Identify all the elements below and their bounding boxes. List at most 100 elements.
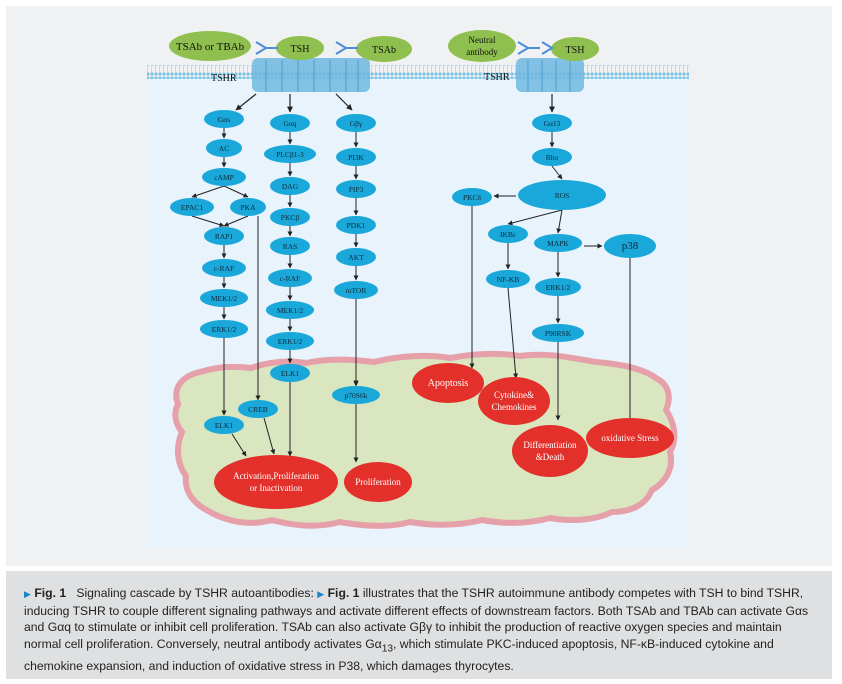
node-p4-3: PKCδ [452,188,492,206]
tsab-ellipse [356,36,412,62]
outcome-differentiation-ellipse [512,425,588,477]
outcome-cytokine-label-1: Cytokine& [494,390,534,400]
node-p4-3-ellipse [452,188,492,206]
tshr-label-left: TSHR [211,73,237,84]
node-p3-5: mTOR [334,281,378,299]
outcome-cytokine: Cytokine&Chemokines [478,377,550,425]
outcome-apoptosis: Apoptosis [412,363,484,403]
node-p4-7-label: p38 [622,240,639,252]
outcome-differentiation: Differentiation&Death [512,425,588,477]
outcome-oxidative: oxidative Stress [586,418,674,458]
neutral-antibody-ellipse [448,30,516,62]
node-p4-4-ellipse [488,225,528,243]
node-p2-6-ellipse [266,301,314,319]
node-p1-2-label: cAMP [214,173,234,182]
node-p1-4: PKA [230,198,266,216]
node-p2-0: Gαq [270,114,310,132]
tsh-label-right: TSH [566,45,585,56]
neutral-antibody-label-1: Neutral [469,35,496,45]
node-p4-8-ellipse [535,278,581,296]
outcome-apoptosis-label-1: Apoptosis [428,378,469,389]
node-p2-8-label: ELK1 [281,369,300,378]
node-p4-2: ROS [518,180,606,210]
node-p1-8: ERK1/2 [200,320,248,338]
node-p3-5-label: mTOR [346,286,367,295]
node-p2-4-label: RAS [283,242,298,251]
node-p1-1-label: AC [219,144,229,153]
outcome-oxidative-label-1: oxidative Stress [601,433,659,443]
node-p1-0: Gαs [204,110,244,128]
outcome-activation-label-1: Activation,Proliferation [233,471,319,481]
node-p4-2-ellipse [518,180,606,210]
node-p4-6-ellipse [534,234,582,252]
outcome-apoptosis-ellipse [412,363,484,403]
caption-arrow-icon-2: ▶ [317,589,325,599]
node-p3-3-label: PDK1 [347,221,366,230]
caption-fig-ref-2[interactable]: Fig. 1 [327,586,360,600]
node-p1-5: RAP1 [204,227,244,245]
node-p3-6-ellipse [332,386,380,404]
node-p3-6-label: p70S6k [345,391,368,400]
node-p3-2-label: PIP3 [349,185,364,194]
node-p2-0-label: Gαq [283,119,296,128]
node-p2-0-ellipse [270,114,310,132]
node-p1-8-label: ERK1/2 [212,325,237,334]
antibody-y-icons [255,41,554,55]
outcome-activation: Activation,Proliferation or Inactivation [214,455,338,509]
figure-panel: TSHR TSHR TSAb or TBAb TSH TSAb Neutral … [6,6,832,566]
node-p3-1-label: PI3K [348,153,364,162]
node-p3-2-ellipse [336,180,376,198]
node-p2-7-ellipse [266,332,314,350]
outcome-proliferation-ellipse [344,462,412,502]
node-p1-2: cAMP [202,168,246,186]
caption-fig-ref: Fig. 1 [34,586,67,600]
node-p4-8: ERK1/2 [535,278,581,296]
arrow-p1-3-p1-5 [191,215,225,228]
node-p2-7-label: ERK1/2 [278,337,303,346]
node-p3-2: PIP3 [336,180,376,198]
tsh-ellipse-right [551,37,599,61]
node-p4-6-label: MAPK [547,239,569,248]
node-p1-0-ellipse [204,110,244,128]
node-p4-0-ellipse [532,114,572,132]
outcome-nodes: Activation,Proliferation or Inactivation P… [214,363,674,509]
arrow-nfkb-cytokine [507,287,519,379]
caption-text-2: , which stimulate PKC-induced apoptosis,… [24,636,774,673]
outcome-activation-label-2: or Inactivation [250,483,303,493]
node-p1-9-ellipse [204,416,244,434]
node-p3-0: Gβγ [336,114,376,132]
arrow-p1-2-p1-3 [191,185,225,198]
outcome-proliferation-label-1: Proliferation [355,477,401,487]
tshr-receptor-right [516,58,584,92]
node-p3-4-label: AKT [348,253,364,262]
outcome-activation-ellipse [214,455,338,509]
node-p4-4: IKBε [488,225,528,243]
node-p1-8-ellipse [200,320,248,338]
node-p1-6: c-RAF [202,259,246,277]
node-p3-3: PDK1 [336,216,376,234]
node-p2-8: ELK1 [270,364,310,382]
node-p4-7-ellipse [604,234,656,258]
caption-title: Signaling cascade by TSHR autoantibodies… [76,586,314,600]
caption-arrow-icon: ▶ [24,589,31,599]
node-p2-1-ellipse [264,145,316,163]
node-p4-9-ellipse [532,324,584,342]
node-p2-2-ellipse [270,177,310,195]
node-p1-1-ellipse [206,139,242,157]
tsh-ellipse-left [276,36,324,60]
node-p1-10-ellipse [238,400,278,418]
signaling-diagram: TSHR TSHR TSAb or TBAb TSH TSAb Neutral … [147,30,689,548]
node-p4-5-ellipse [486,270,530,288]
tsab-label: TSAb [372,45,396,56]
node-p1-6-label: c-RAF [214,264,234,273]
node-p2-6-label: MEK1/2 [277,306,304,315]
node-p3-0-ellipse [336,114,376,132]
node-p2-5: c-RAF [268,269,312,287]
node-p4-1-label: Rho [546,153,559,162]
arrow-creb-activation [263,417,276,455]
outcome-proliferation: Proliferation [344,462,412,502]
node-p2-1: PLCβ1-3 [264,145,316,163]
node-p1-3: EPAC1 [170,198,214,216]
node-p3-5-ellipse [334,281,378,299]
outcome-differentiation-label-2: &Death [536,452,565,462]
